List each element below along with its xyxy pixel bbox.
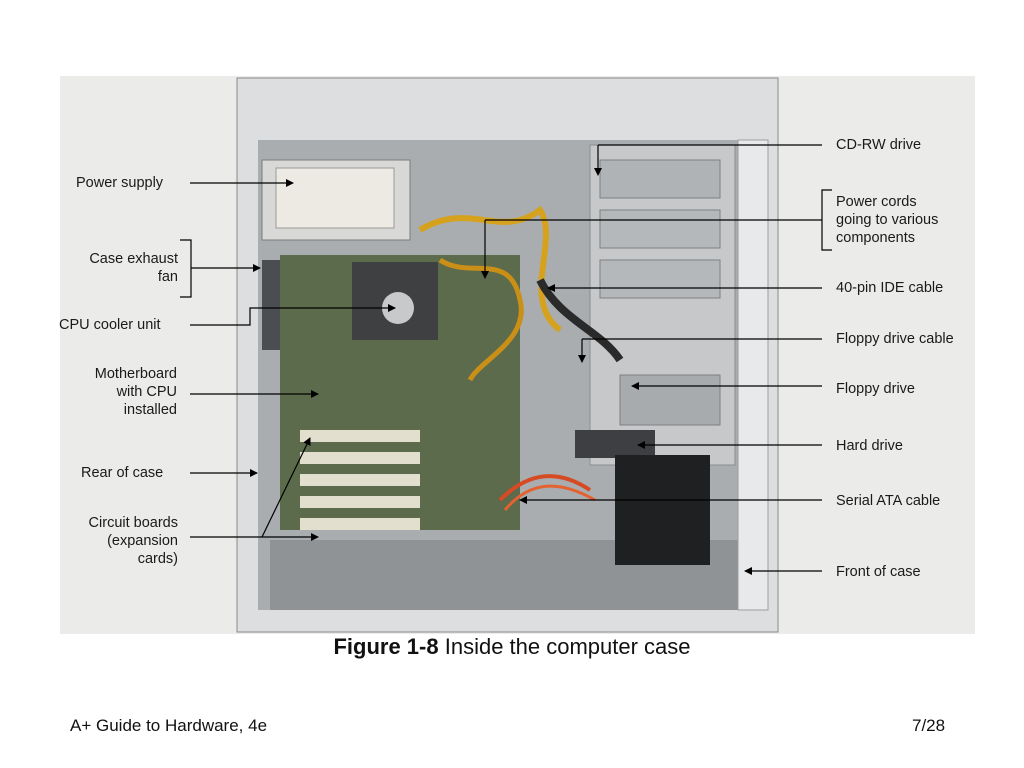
expansion-card [300, 452, 420, 464]
label-case-exhaust-fan: Case exhaust fan [89, 251, 178, 285]
label-power-supply: Power supply [76, 175, 164, 191]
expansion-card [300, 430, 420, 442]
expansion-card [300, 474, 420, 486]
leader-power-cords-bracket [821, 189, 832, 251]
leader-cpu-cooler [190, 304, 396, 326]
sata-cable [498, 474, 592, 502]
sata-cable [503, 484, 596, 511]
label-floppy-drive: Floppy drive [836, 381, 915, 397]
footer-book-title: A+ Guide to Hardware, 4e [70, 716, 268, 735]
label-40-pin-ide-cable: 40-pin IDE cable [836, 280, 944, 296]
floppy-drive [619, 374, 721, 426]
label-circuit-boards: Circuit boards (expansion cards) [88, 515, 178, 567]
label-hard-drive: Hard drive [836, 438, 903, 454]
ide-cable [536, 278, 624, 363]
label-front-of-case: Front of case [836, 564, 921, 580]
front-bezel-block [615, 455, 710, 565]
hard-drive [575, 430, 655, 458]
front-panel [737, 139, 769, 611]
label-power-cords: Power cords going to various components [836, 194, 939, 246]
label-motherboard-with-cpu: Motherboard with CPU installed [94, 366, 177, 418]
expansion-card [300, 518, 420, 530]
label-cpu-cooler-unit: CPU cooler unit [59, 317, 161, 333]
figure-number: Figure 1-8 [333, 634, 439, 659]
expansion-card [300, 496, 420, 508]
figure-caption-text: Inside the computer case [444, 634, 691, 659]
cd-rw-drive [599, 159, 721, 199]
drive-bay [599, 209, 721, 249]
label-floppy-drive-cable: Floppy drive cable [836, 331, 954, 347]
drive-bay [599, 259, 721, 299]
power-cable-bundle [438, 257, 524, 382]
label-rear-of-case: Rear of case [81, 465, 164, 481]
figure-caption: Figure 1-8 Inside the computer case [0, 634, 1024, 660]
label-serial-ata-cable: Serial ATA cable [836, 493, 941, 509]
leader-circuit-boards-b [261, 437, 311, 538]
power-supply-label-sticker [275, 167, 395, 229]
leader-case-exhaust-fan-bracket [180, 239, 192, 298]
cpu-cooler-hub [382, 292, 414, 324]
label-cd-rw-drive: CD-RW drive [836, 137, 922, 153]
power-cable-bundle [418, 205, 562, 333]
footer-page-number: 7/28 [912, 716, 946, 735]
